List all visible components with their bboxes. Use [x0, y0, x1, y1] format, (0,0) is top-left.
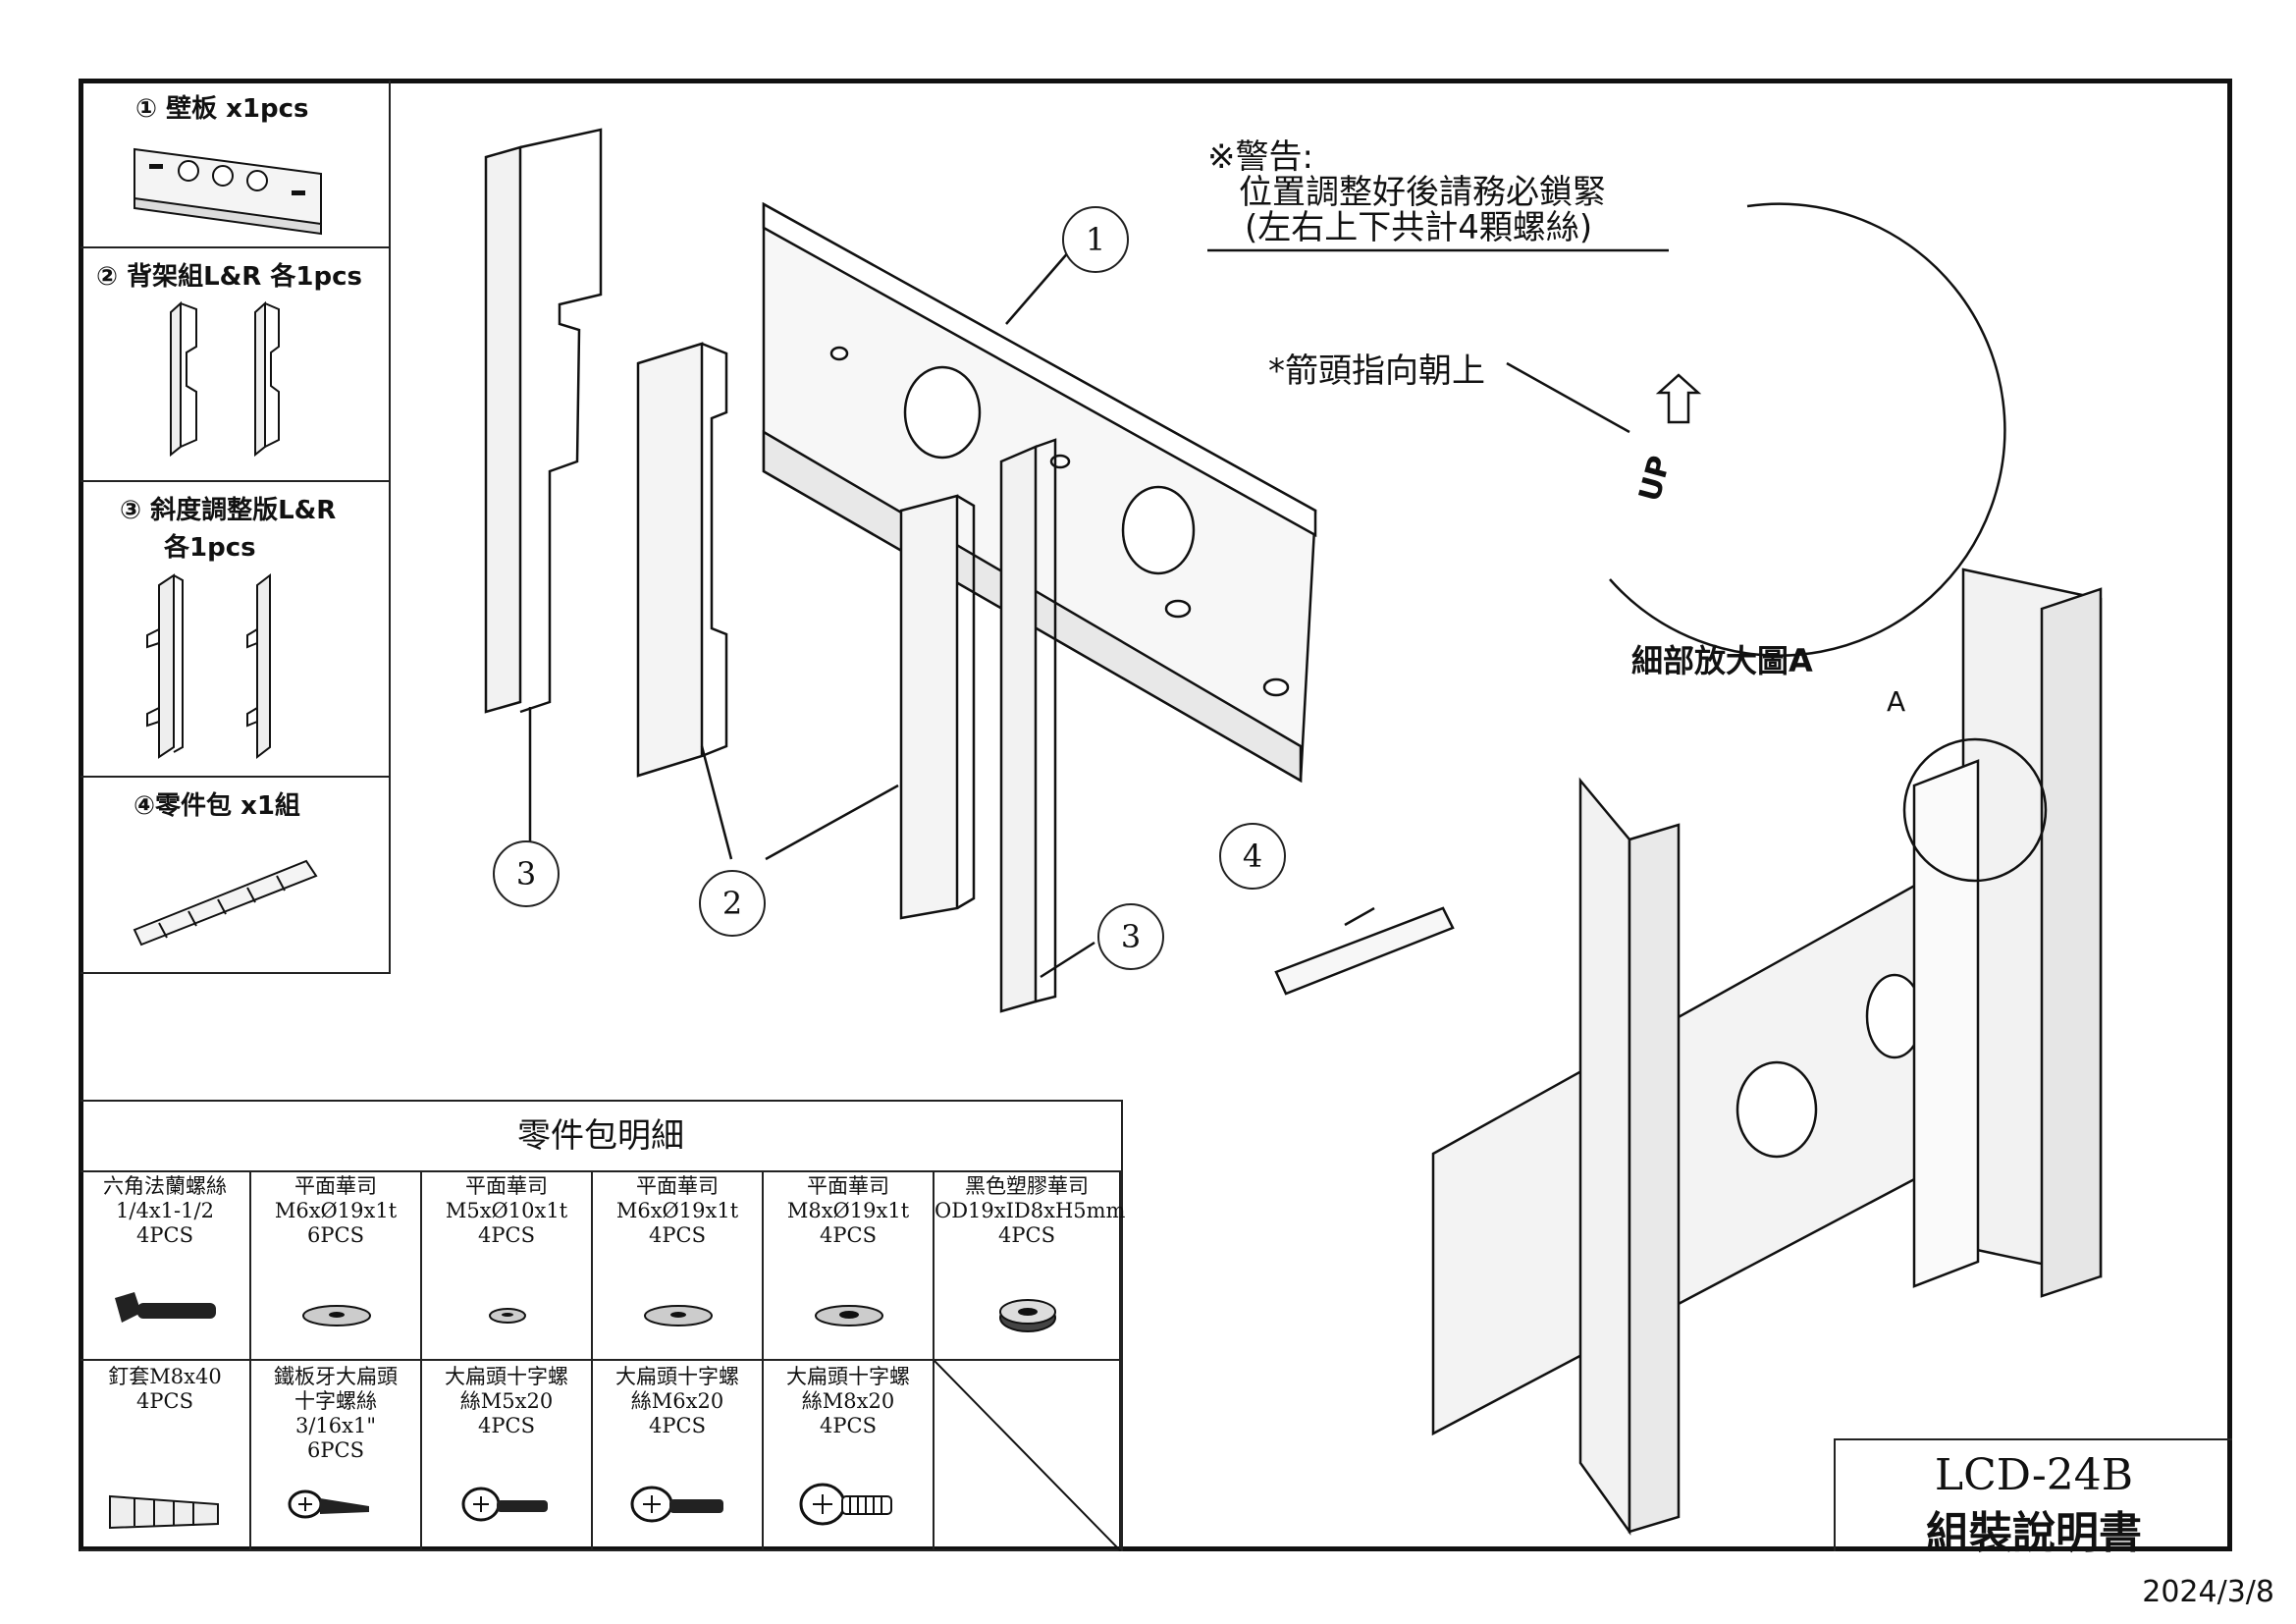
part-title: ① 壁板 x1pcs [135, 94, 309, 124]
tilt-plate-left-shape [484, 145, 522, 714]
assembled-wall-plate-shape [1431, 861, 1955, 1436]
part-wall-plate: ① 壁板 x1pcs [80, 81, 389, 248]
flat-washer-icon [489, 1308, 526, 1324]
flange-bolt-icon [115, 1292, 216, 1323]
part-title: ③ 斜度調整版L&R [120, 496, 337, 525]
phillips-screw-icon [630, 1486, 723, 1523]
plastic-spacer-icon [999, 1299, 1056, 1332]
warning-line2: (左右上下共計4顆螺絲) [1245, 208, 1593, 247]
back-bracket-icon [170, 300, 280, 458]
detail-letter: A [1887, 685, 1906, 718]
hardware-table-title: 零件包明細 [80, 1102, 1121, 1172]
hardware-pack-shape [1274, 906, 1455, 996]
hardware-pack-icon [133, 859, 318, 947]
phillips-screw-icon [461, 1487, 548, 1522]
arrow-direction-note: *箭頭指向朝上 [1268, 352, 1485, 391]
back-bracket-left-shape [636, 342, 704, 778]
flat-washer-icon [815, 1305, 883, 1326]
part-title: ④零件包 x1組 [133, 791, 300, 821]
part-back-brackets: ② 背架組L&R 各1pcs [80, 248, 389, 482]
phillips-screw-icon [799, 1483, 892, 1526]
document-title: 組裝說明書 [1926, 1508, 2142, 1558]
document-date: 2024/3/8 [2142, 1575, 2274, 1609]
part-hardware-pack: ④零件包 x1組 [80, 778, 389, 972]
part-tilt-plates: ③ 斜度調整版L&R 各1pcs [80, 482, 389, 778]
callout-back-bracket: 2 [699, 870, 766, 937]
parts-list-panel: ① 壁板 x1pcs ② 背架組L&R 各1pcs ③ 斜度調整版L&R 各1p… [80, 81, 391, 974]
assembled-tilt-left-shape [1578, 777, 1631, 1536]
callout-tilt-plate-left: 3 [493, 840, 560, 907]
warning-heading: ※警告: [1207, 137, 1313, 177]
self-tapping-screw-icon [288, 1489, 369, 1519]
model-number: LCD-24B [1934, 1450, 2134, 1500]
detail-circle [1609, 202, 2006, 657]
assembled-bracket-right-shape [1912, 759, 1980, 1288]
flat-washer-icon [644, 1305, 713, 1326]
title-block: LCD-24B 組裝說明書 [1834, 1438, 2232, 1558]
tilt-plate-right-shape [999, 445, 1038, 1013]
warning-line1: 位置調整好後請務必鎖緊 [1239, 173, 1606, 212]
back-bracket-right-shape [899, 494, 959, 920]
drawing-frame [79, 79, 2232, 1551]
wall-anchor-icon [109, 1494, 219, 1530]
empty-cell-diagonal [934, 1361, 1121, 1551]
callout-wall-plate: 1 [1062, 206, 1129, 273]
hardware-cell-empty [934, 1361, 1121, 1551]
detail-caption: 細部放大圖A [1631, 642, 1813, 679]
part-title-qty: 各1pcs [164, 533, 256, 563]
part-title: ② 背架組L&R 各1pcs [96, 262, 362, 292]
callout-hardware-pack: 4 [1219, 823, 1286, 890]
callout-tilt-plate-right: 3 [1097, 903, 1164, 970]
tilt-plate-icon [146, 572, 271, 760]
flat-washer-icon [302, 1305, 371, 1326]
wall-plate-icon [133, 147, 322, 236]
